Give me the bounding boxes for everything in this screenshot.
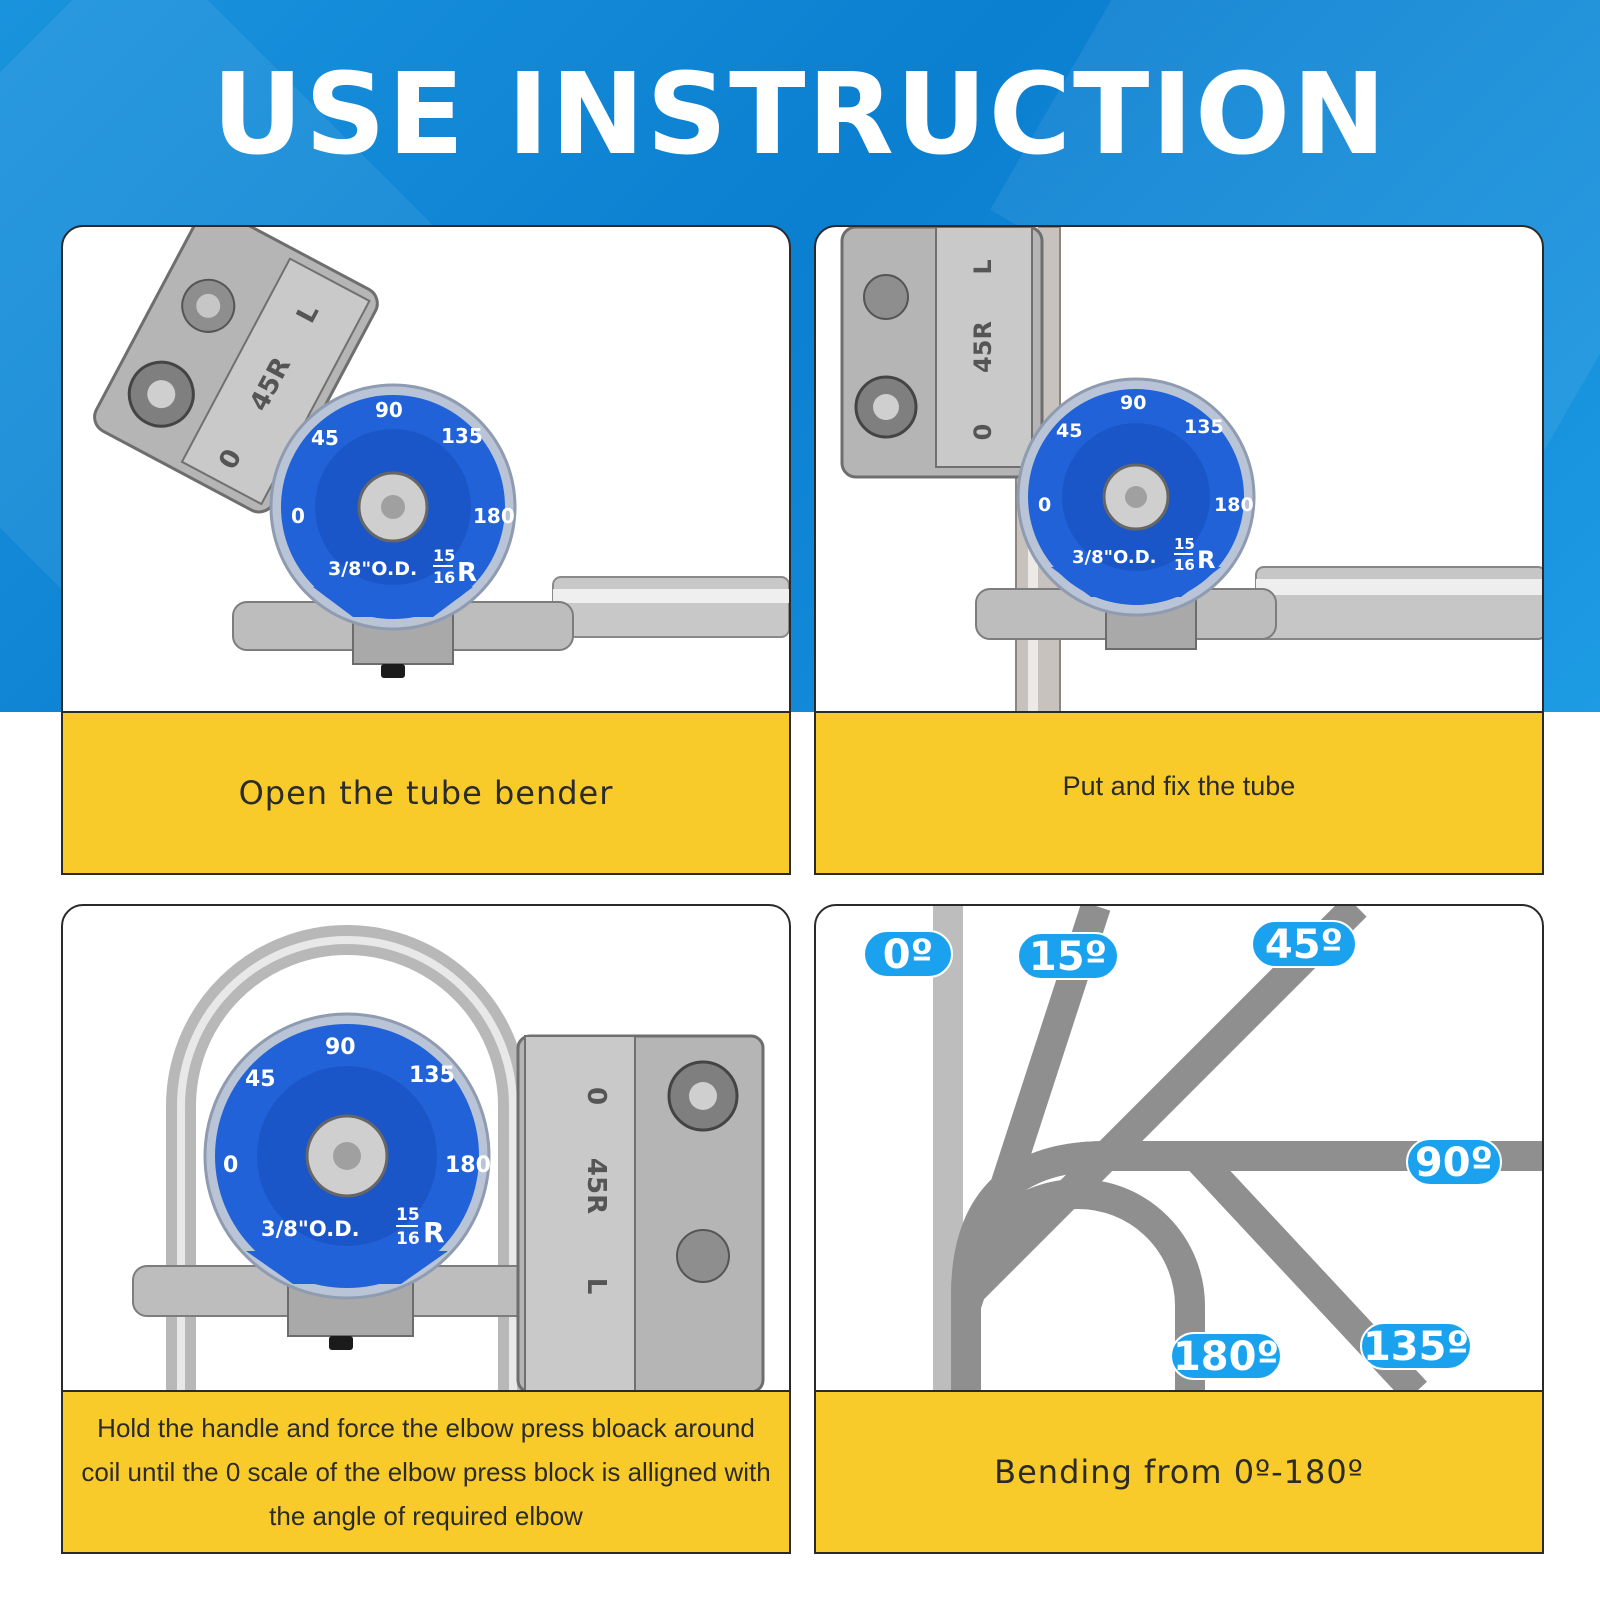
step-caption-angles: Bending from 0º-180º [816,1390,1542,1552]
angle-badge-135 [1360,1322,1472,1370]
step-caption-open: Open the tube bender [63,711,789,873]
step-panel-bend: 0 45 90 135 180 3/8"O.D. 15 16 R 0 45R L… [61,904,791,1554]
dial-mark-90: 90 [375,398,403,422]
tube-bender-bend-illustration: 0 45 90 135 180 3/8"O.D. 15 16 R 0 45R L [132,925,765,1392]
angle-badge-180 [1170,1332,1282,1380]
dial-radius-num: 15 [433,546,455,565]
dial-mark-180: 180 [1214,494,1254,516]
dial-mark-0: 0 [291,504,305,528]
dial-od-label: 3/8"O.D. [261,1217,360,1241]
dial-od-label: 3/8"O.D. [328,558,417,580]
arm-mark-l: L [581,1278,611,1295]
step-panel-fix: 45R 0 L 0 45 90 135 180 3/8"O.D. 15 16 R… [814,225,1544,875]
angle-badge-90 [1406,1138,1502,1186]
arm-mark-45r: 45R [581,1158,611,1214]
dial-mark-45: 45 [245,1067,276,1092]
angle-badge-45 [1251,920,1357,968]
dial-radius-num: 15 [1174,535,1195,553]
arm-mark-0: 0 [969,424,997,441]
step-panel-open: 45R 0 L 0 45 90 135 180 3/8"O.D. 15 16 [61,225,791,875]
step-panel-angles: 0º 15º 45º 90º 135º 180º Bending from 0º-180º [814,904,1544,1554]
angle-label-90: 90º [1415,1140,1493,1186]
arm-mark-l: L [969,259,997,274]
angle-label-0: 0º [883,932,933,978]
angle-badge-0 [863,930,953,978]
dial-mark-0: 0 [223,1153,238,1178]
step-photo-angles: 0º 15º 45º 90º 135º 180º [816,906,1542,1392]
step-photo-fix: 45R 0 L 0 45 90 135 180 3/8"O.D. 15 16 R [816,227,1542,713]
step-caption-bend: Hold the handle and force the elbow pres… [63,1390,789,1552]
step-photo-open: 45R 0 L 0 45 90 135 180 3/8"O.D. 15 16 [63,227,789,713]
dial-mark-180: 180 [445,1153,491,1178]
angle-badge-15 [1017,932,1119,980]
arm-mark-0: 0 [581,1087,611,1105]
tube-180 [951,1179,1205,1392]
tube-bender-fix-illustration: 45R 0 L 0 45 90 135 180 3/8"O.D. 15 16 R [840,227,1542,713]
angle-label-180: 180º [1173,1334,1279,1380]
dial-radius-unit: R [1197,546,1215,574]
dial-mark-90: 90 [325,1035,356,1060]
angle-label-45: 45º [1265,922,1343,968]
step-caption-fix: Put and fix the tube [816,711,1542,873]
dial-mark-45: 45 [311,426,339,450]
dial-mark-180: 180 [473,504,515,528]
step-photo-bend: 0 45 90 135 180 3/8"O.D. 15 16 R 0 45R L [63,906,789,1392]
dial-radius-unit: R [457,558,477,588]
arm-mark-45r: 45R [969,321,997,373]
dial-od-label: 3/8"O.D. [1072,547,1157,568]
dial-mark-0: 0 [1038,494,1051,516]
dial-radius-den: 16 [433,568,455,587]
dial-radius-num: 15 [396,1205,420,1225]
page-title: USE INSTRUCTION [212,50,1388,180]
tube-bender-open-illustration: 45R 0 L 0 45 90 135 180 3/8"O.D. 15 16 [93,227,789,678]
dial-mark-45: 45 [1056,420,1082,442]
dial-radius-den: 16 [396,1229,420,1249]
dial-mark-90: 90 [1120,392,1146,414]
dial-mark-135: 135 [1184,416,1224,438]
dial-radius-unit: R [423,1216,445,1249]
dial-radius-den: 16 [1174,556,1195,574]
dial-mark-135: 135 [441,424,483,448]
angle-label-15: 15º [1029,934,1107,980]
dial-mark-135: 135 [409,1063,455,1088]
bend-angle-diagram: 0º 15º 45º 90º 135º 180º [863,906,1542,1392]
angle-label-135: 135º [1363,1324,1469,1370]
